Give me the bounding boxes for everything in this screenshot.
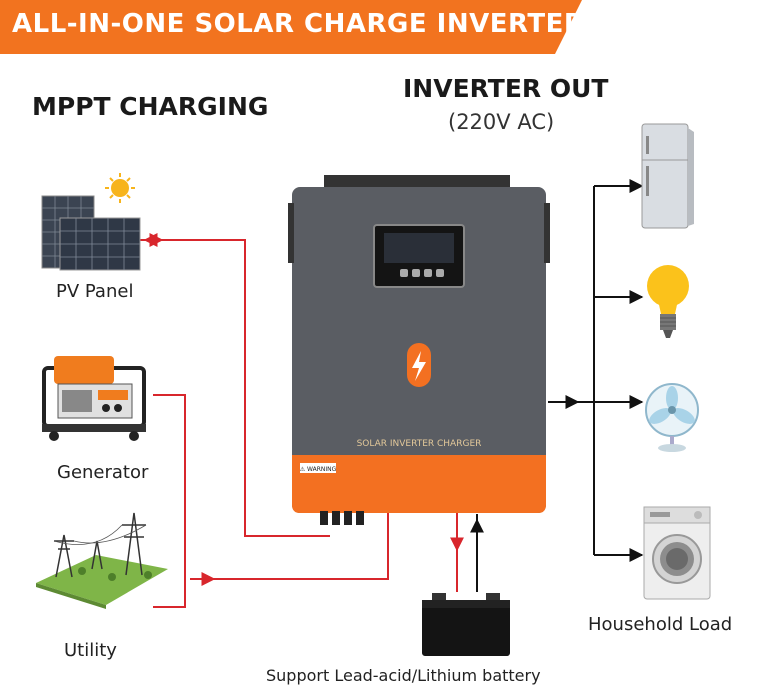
inverter-unit: SOLAR INVERTER CHARGER ⚠ WARNING	[288, 175, 550, 525]
light-bulb-icon	[647, 265, 689, 338]
mppt-charging-heading: MPPT CHARGING	[32, 92, 269, 121]
battery-icon	[422, 593, 510, 656]
input-wires	[140, 233, 464, 608]
output-wires	[470, 179, 644, 592]
solar-panel-icon	[41, 173, 141, 271]
generator-icon	[42, 356, 146, 441]
household-load-label: Household Load	[588, 614, 733, 635]
page-title: ALL-IN-ONE SOLAR CHARGE INVERTER	[12, 9, 585, 39]
generator-label: Generator	[57, 462, 149, 483]
fan-icon	[645, 383, 699, 452]
washing-machine-icon	[643, 506, 711, 600]
battery-label: Support Lead-acid/Lithium battery	[266, 666, 541, 685]
inverter-out-heading: INVERTER OUT	[403, 74, 609, 103]
svg-text:SOLAR INVERTER CHARGER: SOLAR INVERTER CHARGER	[357, 439, 482, 449]
utility-label: Utility	[64, 640, 117, 661]
svg-text:⚠ WARNING: ⚠ WARNING	[300, 466, 337, 473]
power-pylon-icon	[36, 512, 168, 609]
refrigerator-icon	[641, 123, 694, 229]
inverter-out-voltage: (220V AC)	[448, 110, 555, 134]
title-banner	[0, 0, 582, 54]
pv-panel-label: PV Panel	[56, 281, 134, 302]
